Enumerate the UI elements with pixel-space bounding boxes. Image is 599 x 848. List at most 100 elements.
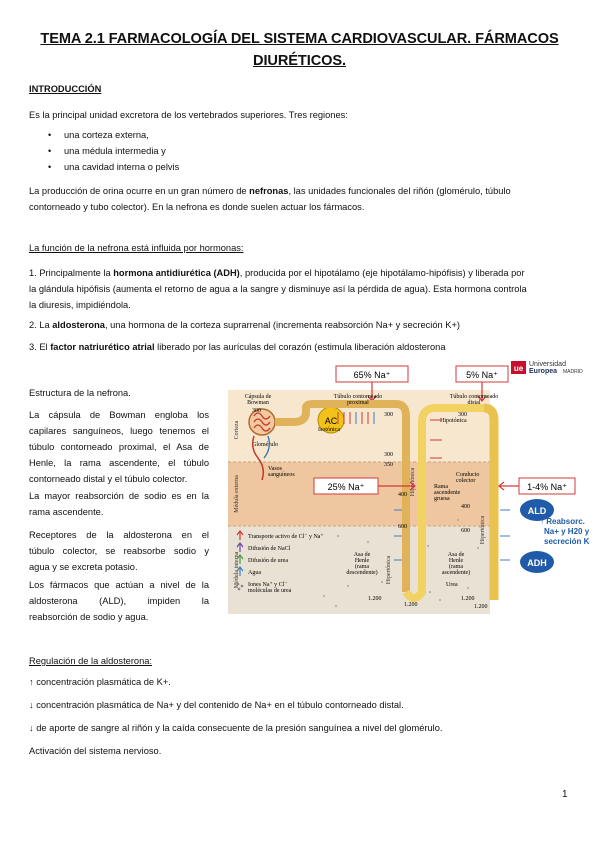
svg-text:ADH: ADH (527, 558, 547, 568)
regulation-item-2: ↓ concentración plasmática de Na+ y del … (29, 700, 404, 710)
nephron-diagram: Corteza Médula externa Médula interna 65… (228, 361, 590, 614)
svg-text:ascendente): ascendente) (442, 569, 470, 576)
svg-text:600: 600 (461, 528, 470, 534)
regulation-heading: Regulación de la aldosterona: (29, 656, 153, 666)
svg-text:1.200: 1.200 (404, 602, 418, 608)
svg-text:ALD: ALD (528, 506, 547, 516)
bullet-icon: • (48, 162, 52, 172)
svg-text:Urea: Urea (446, 582, 458, 588)
title-line-2: DIURÉTICOS. (253, 53, 346, 69)
svg-text:1-4% Na⁺: 1-4% Na⁺ (527, 482, 567, 492)
svg-text:Agua: Agua (248, 570, 261, 576)
inner-medulla-zone (228, 526, 490, 614)
svg-text:1.200: 1.200 (474, 604, 488, 610)
nephron-figure: Corteza Médula externa Médula interna 65… (218, 360, 590, 614)
hormone-item-3: 3. El factor natriurético atrial liberad… (29, 342, 446, 352)
brand-line-2: Europea (529, 368, 557, 375)
svg-text:Bowman: Bowman (247, 400, 269, 406)
svg-text:Vasos: Vasos (268, 466, 283, 472)
glomerulus-capillaries (253, 412, 271, 432)
svg-text:300: 300 (252, 408, 261, 414)
structure-heading: Estructura de la nefrona. (29, 388, 131, 398)
blood-vessels (251, 435, 265, 481)
svg-text:Túbulo contorneado: Túbulo contorneado (334, 394, 383, 400)
hormone-item-2: 2. La aldosterona, una hormona de la cor… (29, 320, 460, 330)
svg-text:300: 300 (458, 412, 467, 418)
title-line-1: TEMA 2.1 FARMACOLOGÍA DEL SISTEMA CARDIO… (40, 31, 559, 47)
bullet-item: •una médula intermedia y (48, 146, 166, 156)
svg-text:Transporte activo de Cl⁻ y Na⁺: Transporte activo de Cl⁻ y Na⁺ (248, 534, 324, 540)
svg-text:1.200: 1.200 (461, 596, 475, 602)
svg-text:proximal: proximal (347, 400, 369, 406)
svg-text:Túbulo contorneado: Túbulo contorneado (450, 394, 499, 400)
svg-text:Rama: Rama (434, 484, 448, 490)
svg-text:Asa de: Asa de (354, 552, 371, 558)
regulation-item-1: ↑ concentración plasmática de K+. (29, 677, 171, 687)
svg-text:distal: distal (468, 400, 481, 406)
svg-text:Isotónica: Isotónica (318, 427, 340, 433)
svg-text:Hipertónica: Hipertónica (480, 516, 486, 545)
bullet-icon: • (48, 130, 52, 140)
svg-text:Henle: Henle (449, 558, 464, 564)
inner-medulla-label: Médula interna (234, 551, 240, 588)
intro-paragraph-2: La producción de orina ocurre en un gran… (29, 186, 511, 212)
ald-note-line-2: Na+ y H20 y (544, 527, 590, 536)
svg-text:350: 350 (384, 462, 393, 468)
svg-text:Hipertónica: Hipertónica (410, 468, 416, 497)
svg-text:(rama: (rama (355, 563, 369, 570)
proximal-tubule (275, 400, 410, 592)
regulation-item-3: ↓ de aporte de sangre al riñón y la caíd… (29, 723, 443, 733)
hormones-heading: La función de la nefrona está influida p… (29, 243, 244, 253)
svg-text:Cápsula de: Cápsula de (245, 394, 272, 400)
svg-text:sanguíneos: sanguíneos (268, 472, 295, 478)
svg-text:1.200: 1.200 (368, 596, 382, 602)
svg-text:ue: ue (514, 364, 524, 373)
hormone-item-1: 1. Principalmente la hormona antidiuréti… (29, 268, 527, 310)
intro-heading: INTRODUCCIÓN (29, 84, 102, 94)
structure-paragraph-4: Los fármacos que actúan a nivel de la al… (29, 580, 209, 622)
svg-text:5% Na⁺: 5% Na⁺ (466, 370, 498, 380)
legend-urea-diffusion-icon (236, 554, 244, 564)
svg-text:ascendente: ascendente (434, 490, 461, 496)
page-title: TEMA 2.1 FARMACOLOGÍA DEL SISTEMA CARDIO… (22, 28, 577, 72)
bullet-item: •una corteza externa, (48, 130, 149, 140)
page-number: 1 (562, 789, 568, 800)
svg-text:gruesa: gruesa (434, 496, 450, 502)
svg-text:AC: AC (325, 416, 338, 426)
structure-paragraph-1: La cápsula de Bowman engloba los capilar… (29, 410, 209, 484)
solute-dots (323, 519, 479, 607)
adh-marker (520, 551, 554, 573)
svg-text:Henle: Henle (355, 558, 370, 564)
svg-text:Iones Na⁺ y Cl⁻: Iones Na⁺ y Cl⁻ (248, 582, 288, 588)
svg-text:descendente): descendente) (346, 569, 377, 576)
svg-text:colector: colector (456, 478, 475, 484)
brand-line-3: MADRID (563, 369, 583, 375)
svg-text:300: 300 (384, 452, 393, 458)
ald-note-line-3: secreción K+ (544, 537, 590, 546)
svg-text:400: 400 (461, 504, 470, 510)
svg-text:25% Na⁺: 25% Na⁺ (328, 482, 365, 492)
svg-text:Difusión de urea: Difusión de urea (248, 557, 288, 564)
svg-text:300: 300 (384, 412, 393, 418)
intro-paragraph-1: Es la principal unidad excretora de los … (29, 110, 348, 120)
structure-paragraph-2: La mayor reabsorción de sodio es en la r… (29, 491, 209, 517)
regulation-item-4: Activación del sistema nervioso. (29, 746, 162, 756)
svg-text:600: 600 (398, 524, 407, 530)
transport-arrows (337, 412, 510, 561)
ald-note-line-1: ↑ Reabsorc. (540, 517, 585, 526)
university-logo (511, 361, 526, 374)
svg-text:400: 400 (398, 492, 407, 498)
svg-text:Hipertónica: Hipertónica (386, 556, 392, 585)
outer-medulla-label: Médula externa (234, 475, 240, 513)
legend-water-icon (236, 566, 244, 576)
svg-text:Hipotónica: Hipotónica (440, 418, 467, 424)
glomerulus-label: Glomérulo (252, 442, 278, 448)
ald-marker (520, 499, 554, 521)
legend-nacl-diffusion-icon (236, 542, 244, 552)
svg-text:Conducto: Conducto (456, 472, 479, 478)
collecting-duct (483, 403, 499, 600)
cortex-label: Corteza (234, 420, 240, 439)
bullet-item: •una cavidad interna o pelvis (48, 162, 180, 172)
loop-of-henle (402, 404, 484, 602)
